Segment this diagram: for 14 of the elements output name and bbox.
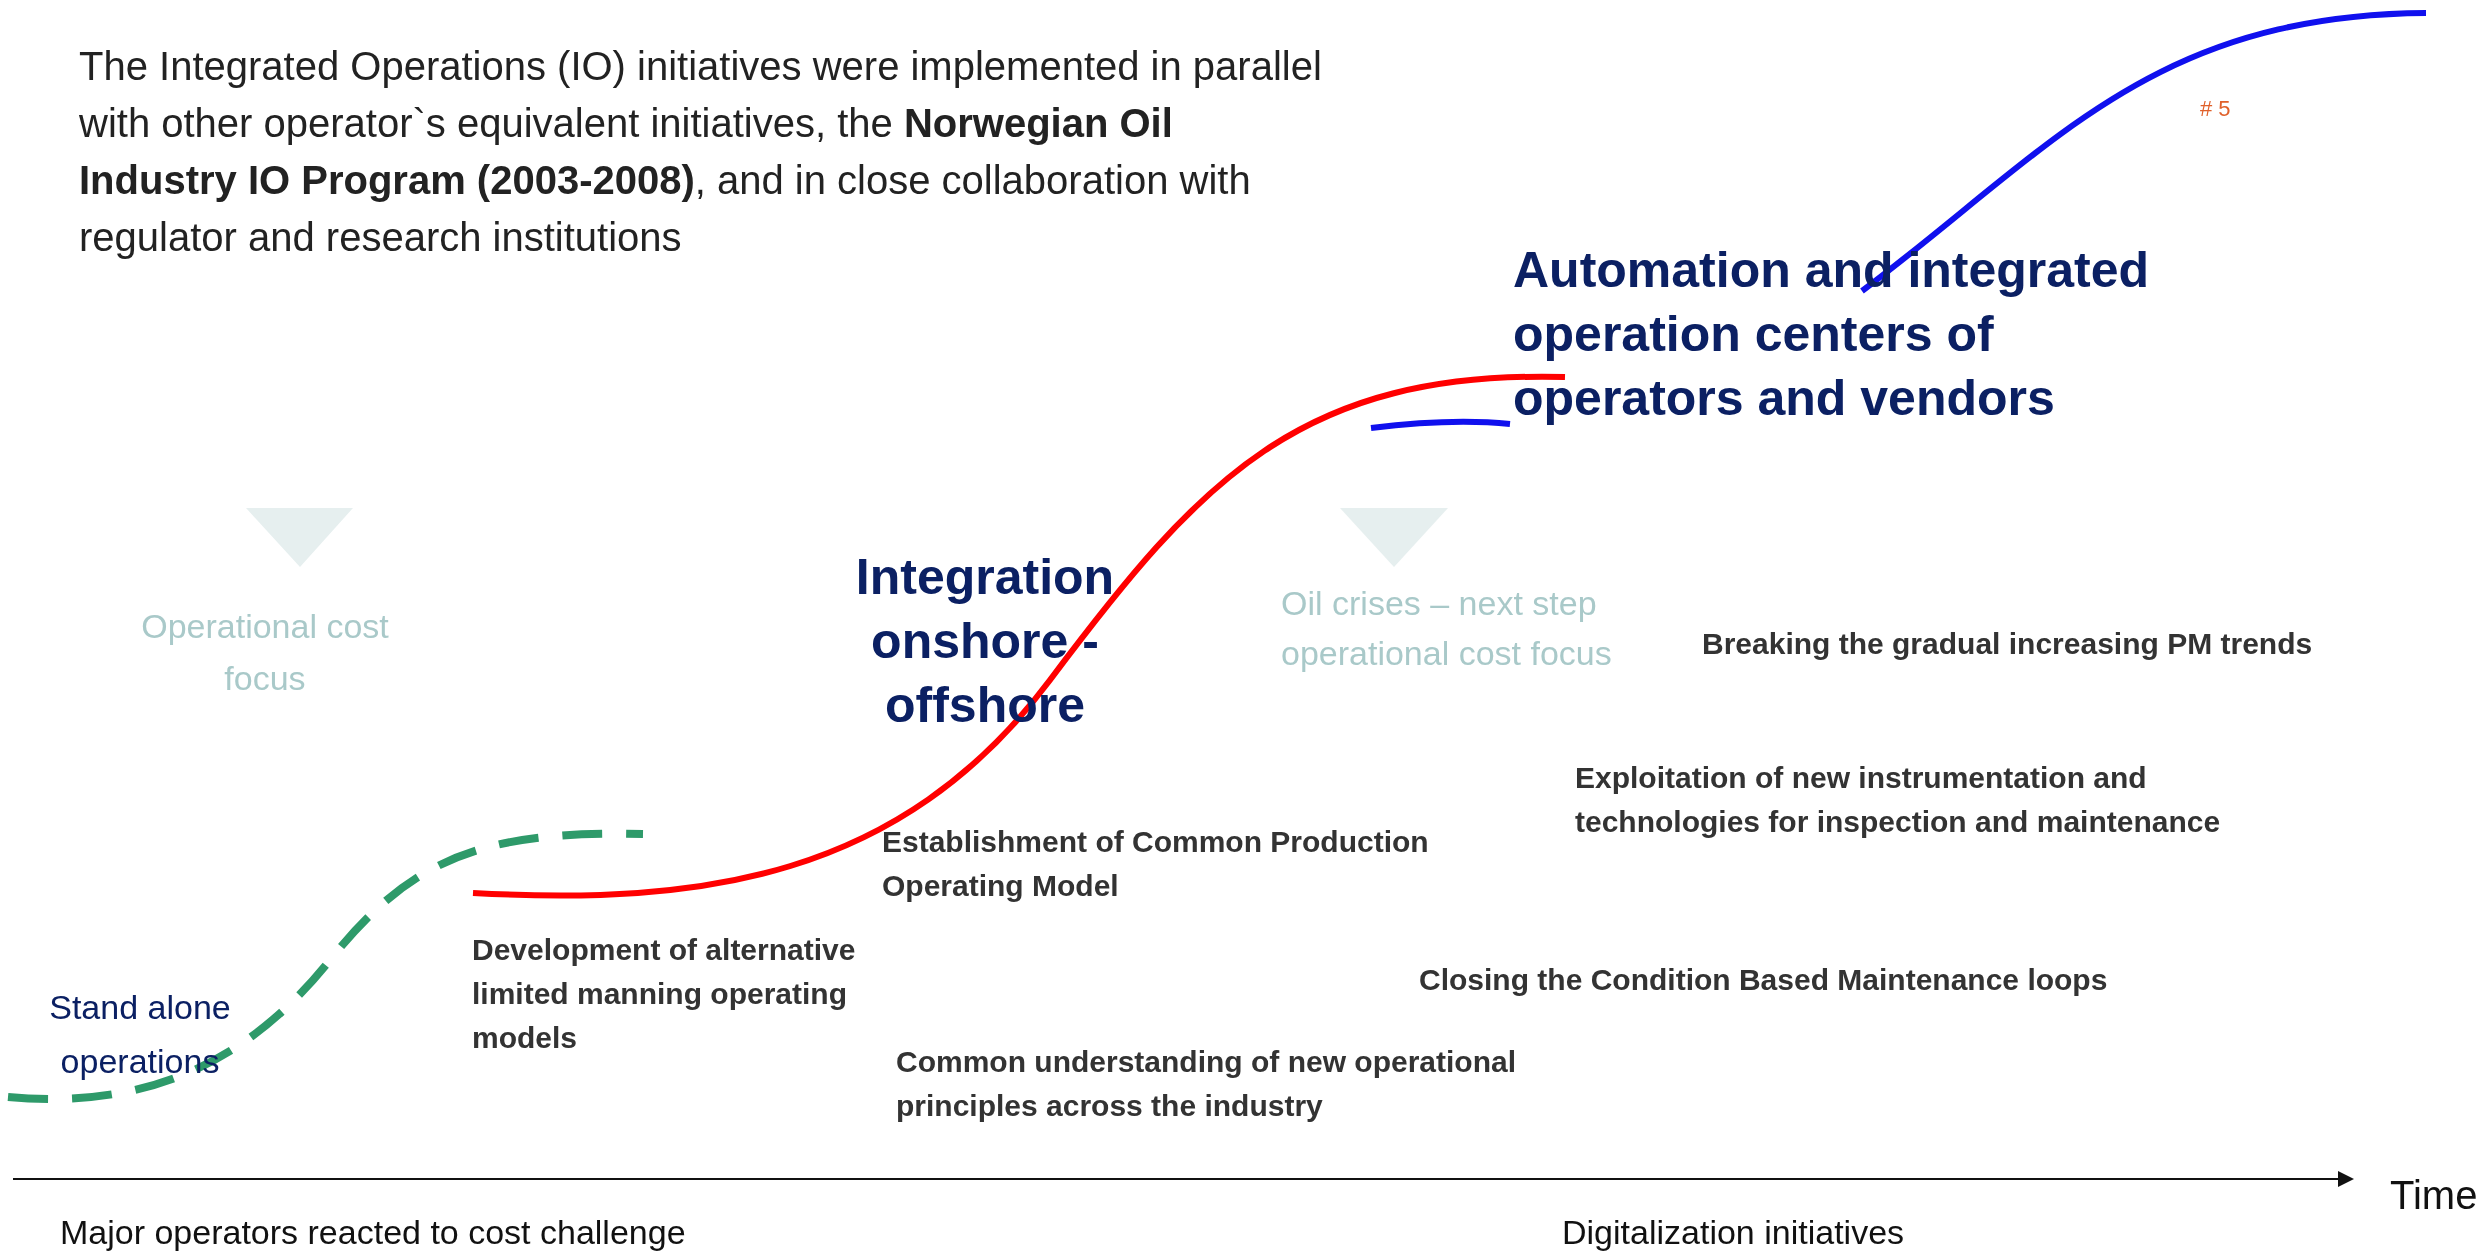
initiative-text: Breaking the gradual increasing PM trends — [1702, 626, 2314, 662]
footer-text: Digitalization initiatives — [1562, 1212, 1906, 1253]
initiative-text: Establishment of Common Production Operating Model — [882, 824, 1430, 904]
footer-text: Major operators reacted to cost challenge — [60, 1212, 687, 1253]
initiative-text: Exploitation of new instrumentation and technologies for inspection and maintenance — [1575, 760, 2222, 840]
initiative-text: Common understanding of new operational principles across the industry — [896, 1044, 1517, 1124]
slide-number: # 5 — [2200, 95, 2232, 123]
intro-paragraph: The Integrated Operations (IO) initiatives were implemented in parallel with other operator`s equivalent initiatives, the Norwegian Oil Industry IO Program (2003-2008), and in close collaboration with regulator and research institutions — [79, 43, 1323, 261]
driver-text: Operational cost focus — [140, 606, 390, 699]
initiative-text: Closing the Condition Based Maintenance loops — [1419, 962, 2109, 998]
initiative-text: Development of alternative limited manning operating models — [472, 932, 857, 1056]
driver-text: Oil crises – next step operational cost focus — [1281, 583, 1613, 674]
axis-label: Time — [2390, 1172, 2479, 1219]
phase-heading: Automation and integrated operation centers of operators and vendors — [1513, 241, 2151, 428]
